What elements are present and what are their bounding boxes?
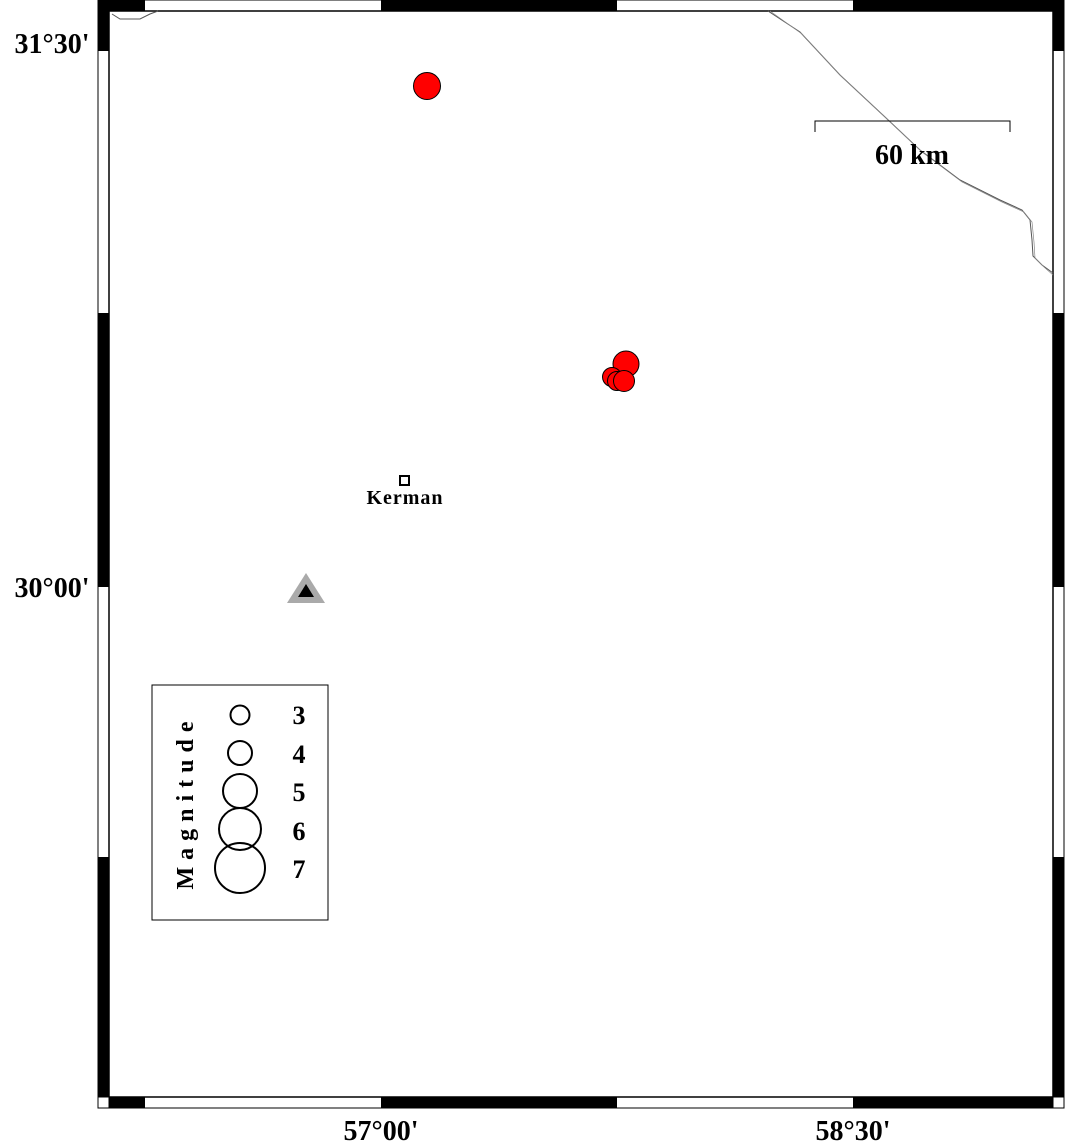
boundary-lines <box>111 10 1054 276</box>
seismic-station-inner-triangle <box>298 584 314 597</box>
magnitude-legend: Magnitude 3 4 5 6 7 <box>151 684 329 921</box>
lon-label-57-00: 57°00' <box>344 1116 419 1146</box>
legend-label-7: 7 <box>293 855 306 884</box>
legend-label-5: 5 <box>293 778 306 807</box>
legend-circle-6 <box>218 807 262 851</box>
scale-bar: 60 km <box>814 120 1011 171</box>
earthquake-events <box>413 72 640 392</box>
city-kerman[interactable]: Kerman <box>366 475 443 509</box>
lon-label-58-30: 58°30' <box>816 1116 891 1146</box>
legend-title: Magnitude <box>173 714 199 889</box>
lat-label-31-30: 31°30' <box>15 29 90 60</box>
seismic-station[interactable] <box>287 573 325 603</box>
legend-label-3: 3 <box>293 701 306 730</box>
earthquake-event-circle[interactable] <box>613 370 635 392</box>
legend-label-6: 6 <box>293 817 306 846</box>
legend-label-4: 4 <box>293 740 306 769</box>
city-square-marker <box>399 475 410 486</box>
legend-circle-7 <box>214 842 266 894</box>
legend-circle-4 <box>227 740 253 766</box>
lat-label-30-00: 30°00' <box>15 573 90 604</box>
earthquake-event-circle[interactable] <box>413 72 441 100</box>
legend-circle-3 <box>229 704 251 726</box>
scale-bar-label: 60 km <box>875 140 949 171</box>
city-label: Kerman <box>366 487 443 509</box>
